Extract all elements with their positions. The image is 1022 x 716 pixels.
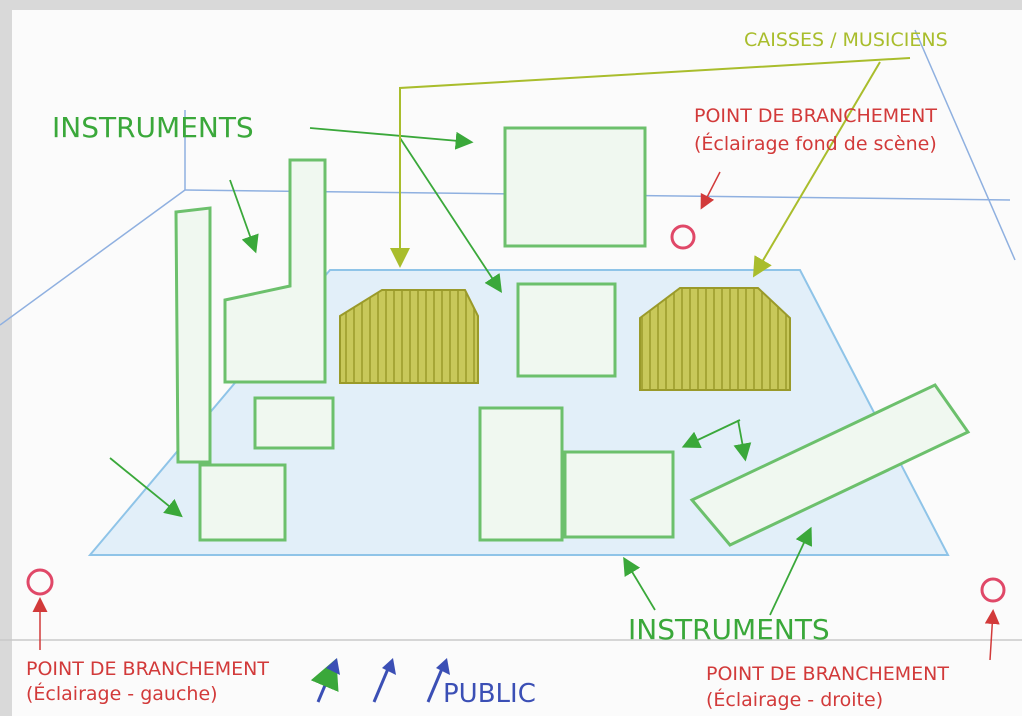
branchement-fond-arrow bbox=[700, 171, 721, 210]
branchement-droite-arrow bbox=[984, 609, 1000, 661]
instruments-bottom-label: INSTRUMENTS bbox=[628, 613, 830, 646]
branchement-droite-subtitle: (Éclairage - droite) bbox=[706, 689, 884, 711]
public-arrows bbox=[310, 658, 450, 703]
caisses-arrows bbox=[390, 57, 911, 278]
caisses-shapes bbox=[339, 287, 791, 391]
branchement-gauche-subtitle: (Éclairage - gauche) bbox=[26, 683, 218, 705]
branchement-gauche-marker bbox=[26, 568, 54, 596]
branchement-fond-title: POINT DE BRANCHEMENT bbox=[694, 105, 938, 127]
branchement-droite-marker bbox=[980, 577, 1006, 603]
instruments-shapes bbox=[174, 126, 971, 547]
branchement-fond-marker bbox=[670, 224, 696, 250]
public-label: PUBLIC bbox=[443, 679, 536, 709]
branchement-fond-subtitle: (Éclairage fond de scène) bbox=[694, 133, 937, 155]
instruments-arrows bbox=[109, 127, 813, 616]
branchement-droite-title: POINT DE BRANCHEMENT bbox=[706, 663, 950, 685]
instruments-top-label: INSTRUMENTS bbox=[52, 111, 254, 144]
branchement-gauche-title: POINT DE BRANCHEMENT bbox=[26, 658, 270, 680]
caisses-label: CAISSES / MUSICIENS bbox=[744, 29, 948, 51]
